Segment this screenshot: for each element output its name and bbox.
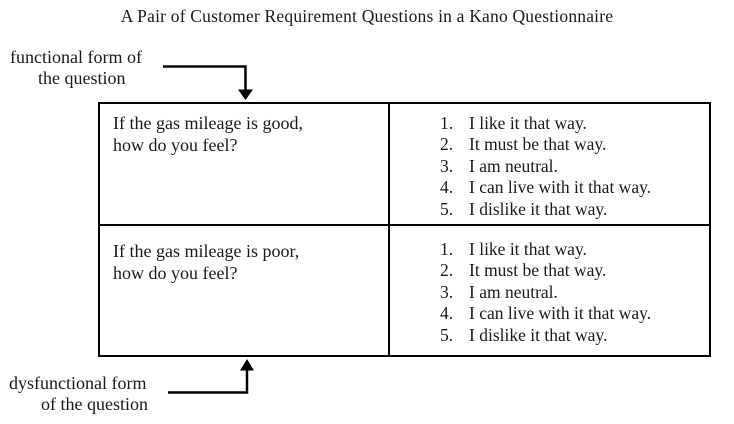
- option-number: 2.: [440, 260, 454, 281]
- option-number: 1.: [440, 239, 454, 259]
- list-item: 5. I dislike it that way.: [440, 325, 705, 346]
- option-text: I can live with it that way.: [469, 303, 652, 324]
- option-text: I can live with it that way.: [469, 177, 652, 198]
- dysfunctional-form-label-line2: of the question: [41, 394, 148, 414]
- option-number: 2.: [440, 134, 454, 155]
- option-text: It must be that way.: [469, 134, 607, 155]
- question-line: how do you feel?: [113, 135, 238, 155]
- list-item: 2. It must be that way.: [440, 134, 705, 155]
- option-number: 4.: [440, 303, 454, 324]
- dysfunctional-form-label-line1: dysfunctional form: [9, 373, 147, 393]
- functional-question-cell: If the gas mileage is good, how do you f…: [100, 104, 390, 226]
- dysfunctional-options-list: 1. I like it that way. 2. It must be that …: [440, 239, 705, 346]
- functional-options-list: 1. I like it that way. 2. It must be that …: [440, 113, 705, 220]
- list-item: 4. I can live with it that way.: [440, 303, 705, 324]
- page-title: A Pair of Customer Requirement Questions…: [120, 6, 614, 26]
- functional-form-label-line2: the question: [38, 68, 126, 88]
- question-line: If the gas mileage is poor,: [113, 241, 300, 261]
- list-item: 4. I can live with it that way.: [440, 177, 705, 198]
- option-number: 5.: [440, 324, 454, 345]
- list-item: 1. I like it that way.: [440, 113, 705, 134]
- dysfunctional-options-cell: 1. I like it that way. 2. It must be that …: [390, 226, 709, 355]
- list-item: 3. I am neutral.: [440, 156, 705, 177]
- option-text: I dislike it that way.: [469, 324, 608, 345]
- option-text: I like it that way.: [469, 113, 587, 133]
- functional-form-label-line1: functional form of: [10, 47, 142, 67]
- option-number: 3.: [440, 155, 454, 176]
- option-text: I dislike it that way.: [469, 198, 608, 219]
- option-text: It must be that way.: [469, 260, 607, 281]
- option-number: 3.: [440, 281, 454, 302]
- option-number: 5.: [440, 198, 454, 219]
- dysfunctional-form-label: dysfunctional form of the question: [9, 373, 148, 415]
- question-line: If the gas mileage is good,: [113, 113, 303, 133]
- option-number: 4.: [440, 177, 454, 198]
- functional-form-label: functional form of the question: [10, 47, 142, 89]
- dysfunctional-arrow: [168, 359, 254, 394]
- option-text: I am neutral.: [469, 155, 558, 176]
- functional-arrow: [163, 65, 253, 100]
- list-item: 2. It must be that way.: [440, 260, 705, 281]
- list-item: 1. I like it that way.: [440, 239, 705, 260]
- list-item: 5. I dislike it that way.: [440, 199, 705, 220]
- option-number: 1.: [440, 113, 454, 133]
- question-line: how do you feel?: [113, 263, 238, 283]
- functional-options-cell: 1. I like it that way. 2. It must be that …: [390, 104, 709, 226]
- list-item: 3. I am neutral.: [440, 282, 705, 303]
- kano-question-table: If the gas mileage is good, how do you f…: [98, 102, 711, 357]
- option-text: I am neutral.: [469, 281, 558, 302]
- dysfunctional-question-cell: If the gas mileage is poor, how do you f…: [100, 226, 390, 355]
- option-text: I like it that way.: [469, 239, 587, 259]
